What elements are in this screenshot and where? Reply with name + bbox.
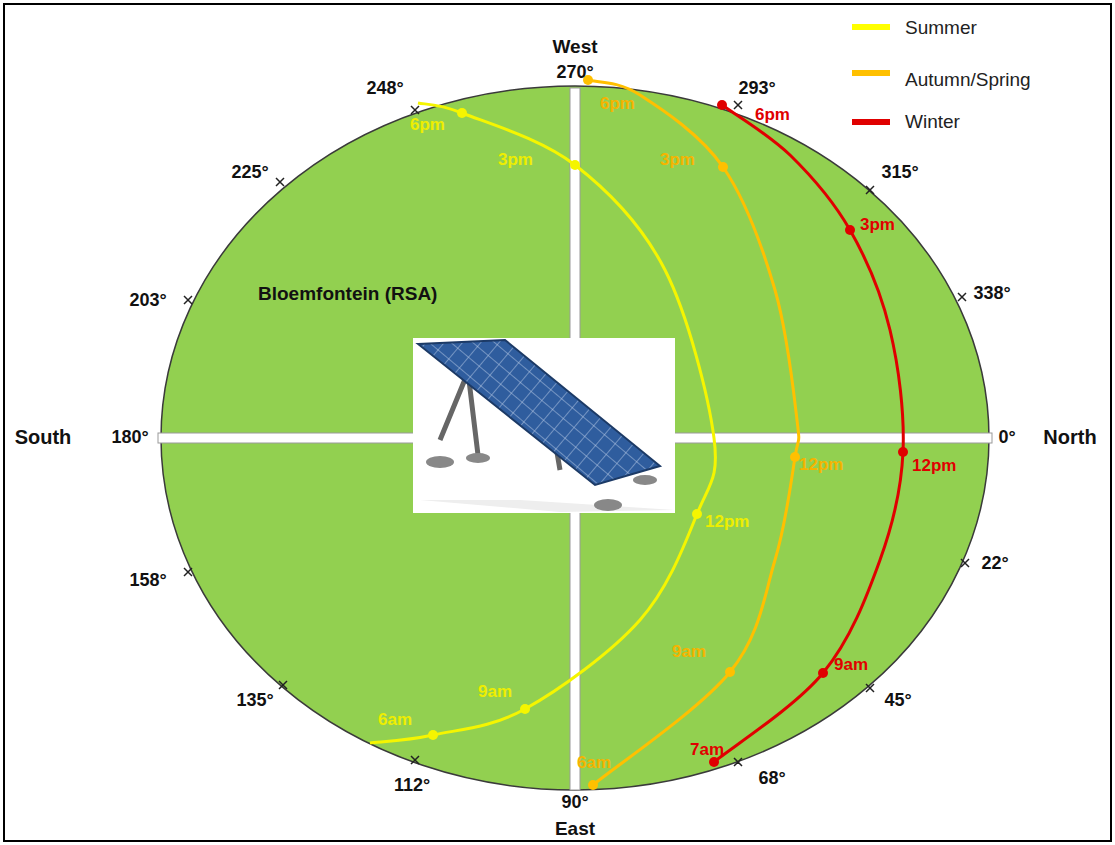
time-label: 3pm bbox=[860, 215, 895, 235]
time-label: 6pm bbox=[600, 94, 635, 114]
time-dot bbox=[845, 225, 855, 235]
place-name: Bloemfontein (RSA) bbox=[258, 283, 437, 305]
time-label: 6pm bbox=[755, 105, 790, 125]
compass-label: 270° bbox=[556, 62, 593, 83]
time-dot bbox=[898, 447, 908, 457]
time-label: 12pm bbox=[705, 512, 749, 532]
sun-path-curve bbox=[370, 103, 715, 743]
time-label: 9am bbox=[672, 642, 706, 662]
legend-text: Autumn/Spring bbox=[905, 69, 1031, 91]
compass-label: 315° bbox=[881, 162, 918, 183]
legend-text: Summer bbox=[905, 17, 977, 39]
time-dot bbox=[790, 452, 800, 462]
time-dot bbox=[457, 108, 467, 118]
legend-swatch bbox=[852, 119, 890, 125]
compass-label: 225° bbox=[231, 162, 268, 183]
time-label: 9am bbox=[834, 655, 868, 675]
time-label: 12pm bbox=[799, 455, 843, 475]
time-label: 9am bbox=[478, 682, 512, 702]
compass-label: 293° bbox=[738, 78, 775, 99]
crosshair bbox=[158, 88, 992, 790]
time-dot bbox=[718, 162, 728, 172]
time-label: 6am bbox=[378, 710, 412, 730]
solar-panel-illustration bbox=[413, 338, 675, 513]
legend-swatch bbox=[852, 70, 890, 76]
compass-label: 68° bbox=[758, 768, 785, 789]
time-dot bbox=[428, 730, 438, 740]
time-dot bbox=[570, 160, 580, 170]
time-label: 3pm bbox=[498, 150, 533, 170]
compass-marks bbox=[184, 101, 969, 766]
compass-label: 338° bbox=[973, 283, 1010, 304]
compass-label: North bbox=[1043, 426, 1096, 449]
compass-label: East bbox=[555, 818, 595, 840]
time-dot bbox=[725, 667, 735, 677]
time-dot bbox=[692, 509, 702, 519]
border-frame bbox=[4, 4, 1111, 841]
time-dot bbox=[818, 668, 828, 678]
compass-label: 45° bbox=[884, 690, 911, 711]
compass-label: 90° bbox=[561, 792, 588, 813]
time-label: 6pm bbox=[410, 115, 445, 135]
sun-path-curve bbox=[714, 105, 903, 762]
compass-label: 158° bbox=[129, 570, 166, 591]
compass-label: 180° bbox=[111, 427, 148, 448]
time-label: 3pm bbox=[660, 150, 695, 170]
time-label: 7am bbox=[690, 740, 724, 760]
sun-path-curve bbox=[588, 80, 799, 785]
compass-label: 112° bbox=[394, 775, 430, 796]
time-dot bbox=[588, 780, 598, 790]
time-label: 6am bbox=[577, 753, 611, 773]
time-dot bbox=[520, 704, 530, 714]
compass-label: South bbox=[15, 426, 72, 449]
compass-label: West bbox=[552, 36, 597, 58]
compass-label: 135° bbox=[236, 690, 273, 711]
legend-text: Winter bbox=[905, 111, 960, 133]
compass-label: 0° bbox=[998, 427, 1015, 448]
time-dot bbox=[717, 100, 727, 110]
legend-swatch bbox=[852, 24, 890, 30]
compass-label: 248° bbox=[366, 78, 403, 99]
compass-label: 22° bbox=[981, 553, 1008, 574]
compass-label: 203° bbox=[129, 290, 166, 311]
time-label: 12pm bbox=[912, 456, 956, 476]
